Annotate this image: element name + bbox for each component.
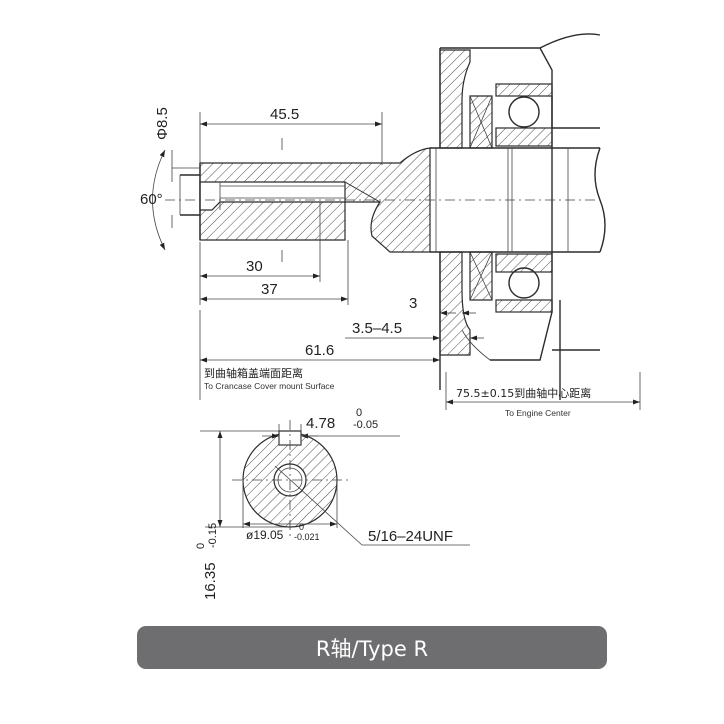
dim-bore-depth: 37: [261, 281, 278, 298]
dim-thread-spec: 5/16–24UNF: [368, 528, 453, 545]
dim-section-height-lower: -0.15: [207, 523, 219, 548]
note-cover-en: To Crancase Cover mount Surface: [204, 381, 335, 391]
dim-key-width: 4.78: [306, 415, 335, 432]
dimension-lines: [152, 112, 641, 410]
dim-key-width-upper: 0: [356, 407, 362, 419]
dim-key-width-lower: -0.05: [353, 419, 378, 431]
section-texts: 4.78 0 -0.05 ø19.05 0 -0.021 5/16–24UNF …: [195, 407, 453, 600]
dim-thread-angle: 60°: [140, 191, 163, 208]
dim-section-height-upper: 0: [195, 543, 207, 549]
dim-engine-center: 75.5±0.15到曲轴中心距离: [456, 386, 591, 400]
output-shaft: [165, 138, 600, 262]
dim-shaft-diameter: Φ8.5: [154, 107, 171, 140]
section-dimensions: [200, 424, 470, 546]
shaft-cross-section: [232, 420, 348, 538]
dim-section-diameter-lower: -0.021: [294, 532, 320, 542]
dim-gap-range: 3.5–4.5: [352, 320, 402, 337]
dim-gap-small: 3: [409, 295, 417, 312]
dim-thread-depth: 30: [246, 258, 263, 275]
note-cover-zh: 到曲轴箱盖端面距离: [204, 366, 303, 380]
dim-section-diameter-upper: 0: [299, 522, 304, 532]
dimension-texts: 45.5 Φ8.5 60° 30 37 3 3.5–4.5 61.6 到曲轴箱盖…: [140, 106, 591, 418]
type-caption: R轴/Type R: [137, 626, 607, 669]
note-engine-center-en: To Engine Center: [505, 408, 571, 418]
dim-shaft-length: 45.5: [270, 106, 299, 123]
dim-to-cover: 61.6: [305, 342, 334, 359]
crankcase-housing: [430, 33, 606, 400]
dim-section-height: 16.35: [202, 562, 219, 600]
dim-section-diameter: ø19.05: [246, 528, 284, 542]
